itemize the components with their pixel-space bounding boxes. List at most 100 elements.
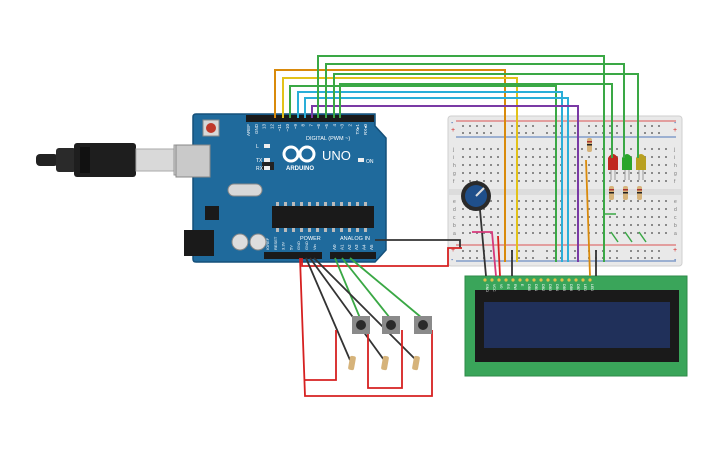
breadboard-hole [644,224,646,226]
breadboard-hole [532,224,534,226]
breadboard-hole [462,224,464,226]
lcd-pin-label: DB7 [576,284,580,291]
lcd-pin-label: V0 [499,284,503,288]
wire-orange-lcd [585,159,591,277]
breadboard-hole [546,156,548,158]
wire-green-4 [333,73,639,158]
breadboard-hole [595,208,597,210]
breadboard-hole [581,232,583,234]
wires-top [274,55,639,262]
breadboard-hole [490,156,492,158]
breadboard-hole [644,172,646,174]
push-button-3[interactable] [414,316,432,334]
breadboard-hole [476,232,478,234]
breadboard-hole [581,200,583,202]
breadboard-hole [651,125,653,127]
potentiometer[interactable] [461,181,491,211]
breadboard-hole [588,132,590,134]
button-wires [299,257,433,397]
row-letter: b [674,223,677,229]
breadboard-hole [637,180,639,182]
breadboard-hole [490,180,492,182]
wire-red-b2 [367,330,403,389]
breadboard-hole [469,132,471,134]
breadboard-hole [630,250,632,252]
breadboard-hole [644,257,646,259]
row-letter: f [453,179,455,185]
breadboard-hole [651,216,653,218]
breadboard-hole [644,132,646,134]
rx-label: RX [256,166,264,172]
breadboard-hole [497,232,499,234]
breadboard-hole [609,172,611,174]
breadboard-hole [595,216,597,218]
wire-black-3 [313,257,417,361]
breadboard-hole [483,232,485,234]
breadboard-hole [637,224,639,226]
breadboard-hole [476,125,478,127]
wire-green-a1 [341,257,391,319]
breadboard-hole [574,257,576,259]
breadboard-hole [483,216,485,218]
l-label: L [256,144,259,150]
breadboard-hole [497,200,499,202]
digital-pin-label: ~3 [340,124,345,130]
digital-pin-label: TX▸1 [355,124,360,135]
breadboard-hole [469,148,471,150]
breadboard-hole [595,148,597,150]
breadboard-hole [616,250,618,252]
row-letter: b [453,223,456,229]
breadboard-hole [483,156,485,158]
breadboard-hole [462,148,464,150]
wire-orange [274,69,506,262]
breadboard-hole [616,148,618,150]
breadboard-hole [630,257,632,259]
breadboard-hole [539,208,541,210]
breadboard-hole [609,208,611,210]
push-button-2[interactable] [382,316,400,334]
breadboard-hole [651,250,653,252]
breadboard-hole [574,156,576,158]
red-led [608,154,618,180]
wire-cyan-2 [304,97,569,262]
analog-pin-label: A1 [339,244,344,250]
lcd-pin-label: DB3 [548,284,552,291]
push-button-1[interactable] [352,316,370,334]
lcd-pin-label: RS [506,284,510,290]
breadboard-hole [518,180,520,182]
breadboard-hole [665,232,667,234]
analog-pin-label: A3 [354,244,359,250]
breadboard-hole [665,148,667,150]
power-header-label: POWER [300,236,321,242]
breadboard-hole [539,156,541,158]
breadboard-hole [483,125,485,127]
breadboard-hole [483,132,485,134]
digital-header-label: DIGITAL (PWM ~) [306,136,350,142]
lcd-pin [539,278,543,282]
breadboard-hole [469,164,471,166]
breadboard-hole [525,164,527,166]
breadboard-hole [476,216,478,218]
lcd-pin [511,278,515,282]
breadboard-hole [574,232,576,234]
breadboard-hole [658,200,660,202]
breadboard-hole [630,216,632,218]
breadboard-hole [609,257,611,259]
breadboard-hole [574,125,576,127]
digital-pin-label: 13 [262,124,267,130]
breadboard-hole [651,180,653,182]
breadboard-hole [462,172,464,174]
breadboard-hole [616,208,618,210]
breadboard-hole [595,132,597,134]
digital-pin-label: 7 [308,124,313,127]
breadboard-hole [497,224,499,226]
lcd-pin [497,278,501,282]
breadboard-hole [630,232,632,234]
breadboard-hole [462,232,464,234]
arduino-label: ARDUINO [286,166,314,172]
wire-cyan-1 [297,91,563,262]
lcd-pin-label: RW [513,284,517,291]
breadboard-hole [616,257,618,259]
breadboard-hole [665,156,667,158]
